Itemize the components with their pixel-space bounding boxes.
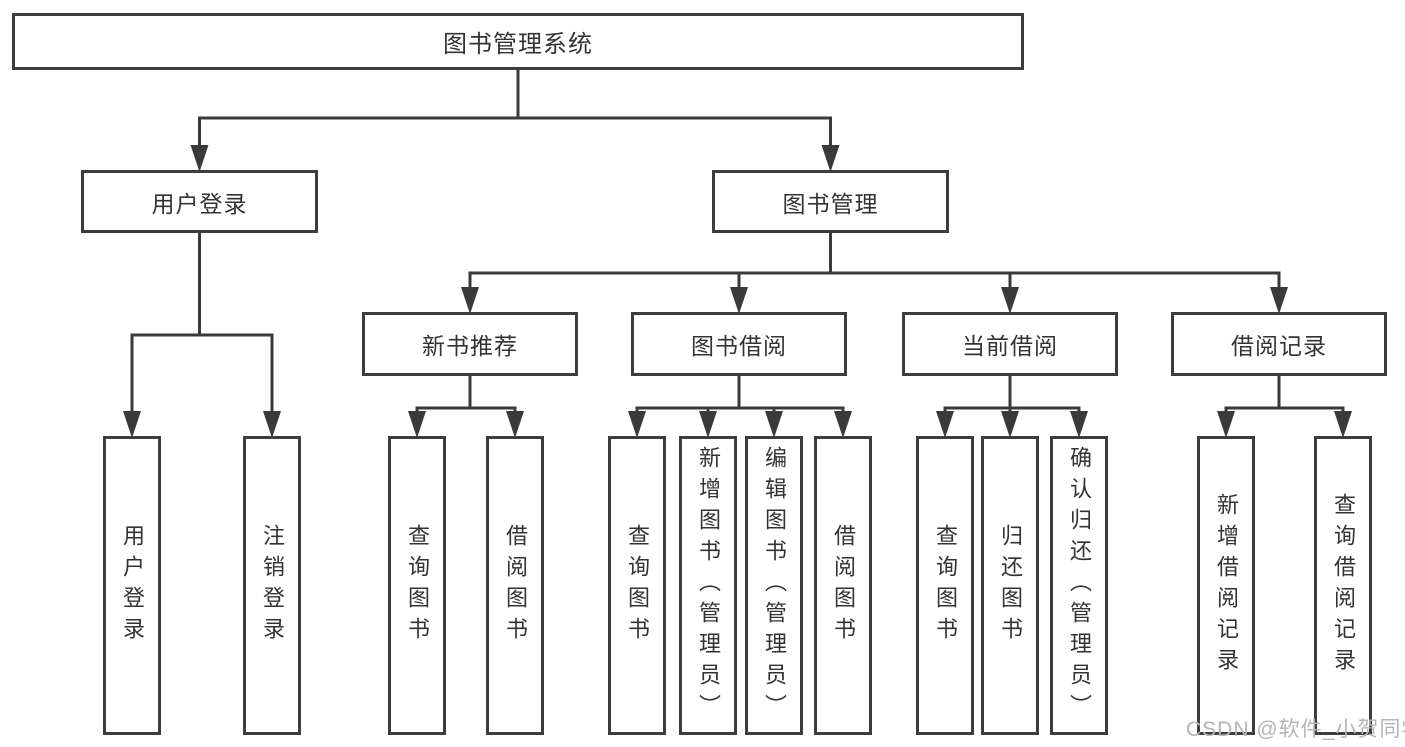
node-label: 新书推荐 (422, 333, 518, 359)
leaf-add-borrow-record: 新增借阅记录 (1197, 436, 1255, 735)
node-borrow-records: 借阅记录 (1171, 312, 1387, 376)
node-label: 借阅记录 (1231, 333, 1327, 359)
leaf-confirm-return-admin: 确认归还（管理员） (1050, 436, 1108, 735)
leaf-logout: 注销登录 (243, 436, 301, 735)
leaf-borrow-books: 借阅图书 (814, 436, 872, 735)
node-label: 图书借阅 (691, 333, 787, 359)
node-root-label: 图书管理系统 (443, 31, 593, 58)
leaf-query-books-borrow: 查询图书 (608, 436, 666, 735)
leaf-add-books-admin: 新增图书（管理员） (679, 436, 737, 735)
leaf-query-books-recommend: 查询图书 (388, 436, 446, 735)
leaf-return-books: 归还图书 (981, 436, 1039, 735)
leaf-label: 查询借阅记录 (1331, 492, 1356, 679)
leaf-query-borrow-record: 查询借阅记录 (1314, 436, 1372, 735)
leaf-user-login: 用户登录 (103, 436, 161, 735)
leaf-label: 查询图书 (625, 523, 650, 648)
node-new-book-recommend: 新书推荐 (362, 312, 578, 376)
leaf-label: 借阅图书 (503, 523, 528, 648)
leaf-label: 编辑图书（管理员） (762, 446, 787, 725)
leaf-label: 新增借阅记录 (1214, 492, 1239, 679)
leaf-borrow-books-recommend: 借阅图书 (486, 436, 544, 735)
leaf-label: 归还图书 (998, 523, 1023, 648)
leaf-label: 注销登录 (260, 523, 285, 648)
node-label: 图书管理 (782, 190, 879, 217)
leaf-label: 新增图书（管理员） (696, 446, 721, 725)
leaf-label: 确认归还（管理员） (1067, 446, 1092, 725)
leaf-query-books-current: 查询图书 (916, 436, 974, 735)
leaf-label: 查询图书 (933, 523, 958, 648)
leaf-label: 用户登录 (120, 523, 145, 648)
node-root-system: 图书管理系统 (12, 13, 1024, 70)
node-current-borrow: 当前借阅 (902, 312, 1118, 376)
leaf-edit-books-admin: 编辑图书（管理员） (745, 436, 803, 735)
csdn-watermark: CSDN @软件_小贺同学 (1186, 718, 1405, 741)
node-user-login: 用户登录 (81, 170, 318, 233)
node-label: 用户登录 (151, 190, 248, 217)
node-book-borrow: 图书借阅 (631, 312, 847, 376)
leaf-label: 借阅图书 (831, 523, 856, 648)
leaf-label: 查询图书 (405, 523, 430, 648)
node-book-management: 图书管理 (712, 170, 949, 233)
node-label: 当前借阅 (962, 333, 1058, 359)
